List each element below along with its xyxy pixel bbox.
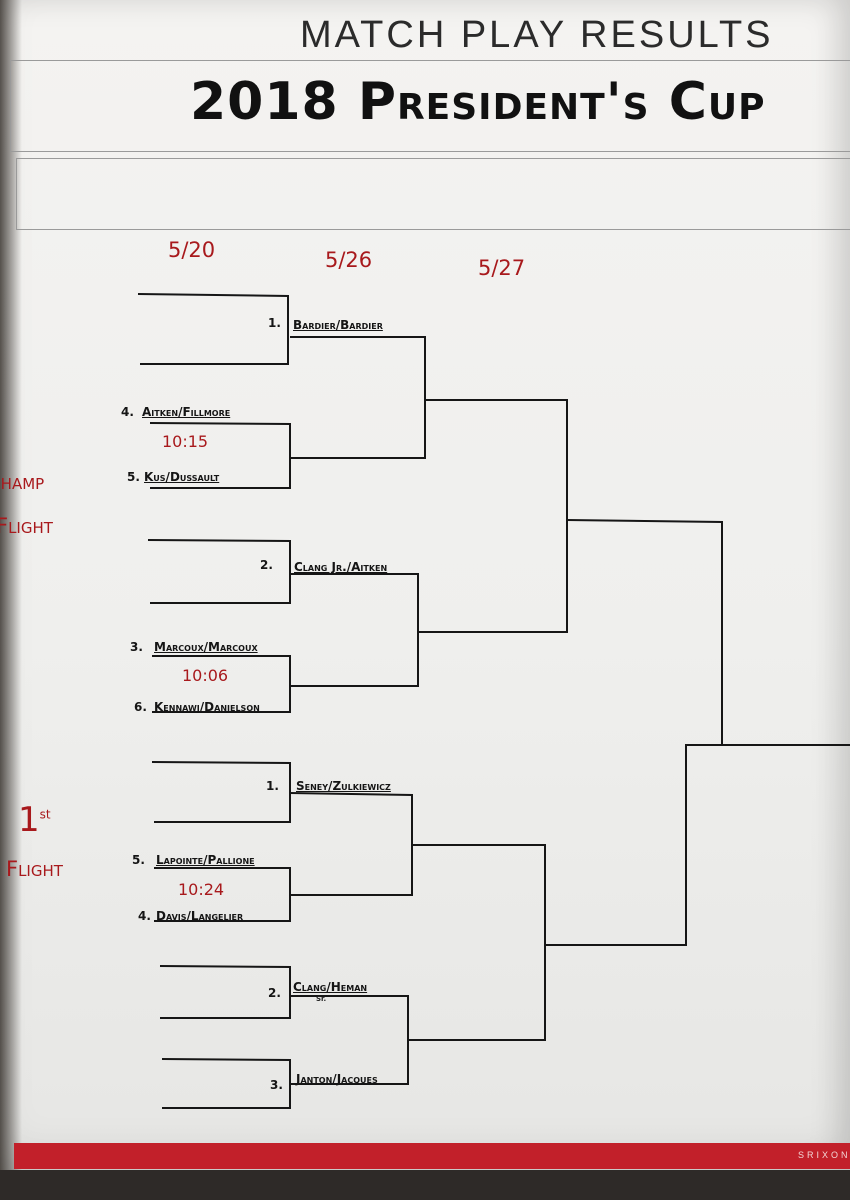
subtitle-box xyxy=(16,158,850,230)
seed-m6b: 4. xyxy=(138,909,151,923)
team-m7: Clang/Heman xyxy=(293,980,368,994)
seed-m2b: 5. xyxy=(127,470,140,484)
first-flight-digit: 1 xyxy=(18,800,40,840)
r2-bracket-2 xyxy=(290,573,419,687)
seed-m4b: 6. xyxy=(134,700,147,714)
champ-flight-label-1: Champ xyxy=(0,470,45,494)
champ-flight-label-2: Flight xyxy=(0,514,53,538)
team-m1: Bardier/Bardier xyxy=(293,318,383,332)
team-m6a: Lapointe/Pallione xyxy=(156,853,255,867)
r1-bracket-5 xyxy=(151,761,291,823)
r2-bracket-4 xyxy=(290,995,409,1085)
event-title: 2018 President's Cup xyxy=(190,72,766,132)
team-m5: Seney/Zulkiewicz xyxy=(296,779,391,793)
printed-title: MATCH PLAY RESULTS xyxy=(300,14,774,56)
date-round-2: 5/26 xyxy=(325,248,373,272)
seed-m3: 2. xyxy=(260,558,273,572)
time-m2: 10:15 xyxy=(162,432,209,451)
team-m2b: Kus/Dussault xyxy=(144,470,220,484)
seed-m4a: 3. xyxy=(130,640,143,654)
first-flight-label: Flight xyxy=(6,857,63,881)
r1-bracket-2 xyxy=(149,422,291,489)
page-shadow xyxy=(0,0,22,1170)
r4-bracket-2 xyxy=(545,744,722,946)
team-m3: Clang Jr./Aitken xyxy=(294,560,388,574)
team-m8: Janton/Jacques xyxy=(296,1072,378,1086)
r3-bracket-2 xyxy=(408,844,546,1041)
seed-m1: 1. xyxy=(268,316,281,330)
date-round-1: 5/20 xyxy=(168,238,216,262)
first-flight-sup: st xyxy=(39,807,51,822)
r1-bracket-1 xyxy=(137,293,289,365)
time-m4: 10:06 xyxy=(182,666,229,685)
team-m6b: Davis/Langelier xyxy=(156,909,244,923)
r1-bracket-4 xyxy=(152,655,291,713)
first-flight-number: 1st xyxy=(18,800,51,840)
r3-bracket-1 xyxy=(418,399,568,633)
team-m7-note: Sr. xyxy=(316,995,327,1003)
bracket-sheet xyxy=(0,0,850,1170)
r2-bracket-3 xyxy=(289,792,413,896)
brand-logo-text: SRIXON xyxy=(798,1150,850,1160)
team-m4a: Marcoux/Marcoux xyxy=(154,640,258,654)
title-box xyxy=(10,60,850,152)
seed-m5: 1. xyxy=(266,779,279,793)
seed-m2a: 4. xyxy=(121,405,134,419)
seed-m8: 3. xyxy=(270,1078,283,1092)
seed-m7: 2. xyxy=(268,986,281,1000)
r2-bracket-1 xyxy=(290,336,426,459)
seed-m6a: 5. xyxy=(132,853,145,867)
r1-bracket-3 xyxy=(147,539,291,604)
date-round-3: 5/27 xyxy=(478,256,526,280)
team-m4b: Kennawi/Danielson xyxy=(154,700,260,714)
team-m2a: Aitken/Fillmore xyxy=(142,405,231,419)
footer-band xyxy=(14,1143,850,1169)
r1-bracket-7 xyxy=(159,965,291,1019)
r4-bracket-1 xyxy=(566,519,850,746)
time-m6: 10:24 xyxy=(178,880,225,899)
